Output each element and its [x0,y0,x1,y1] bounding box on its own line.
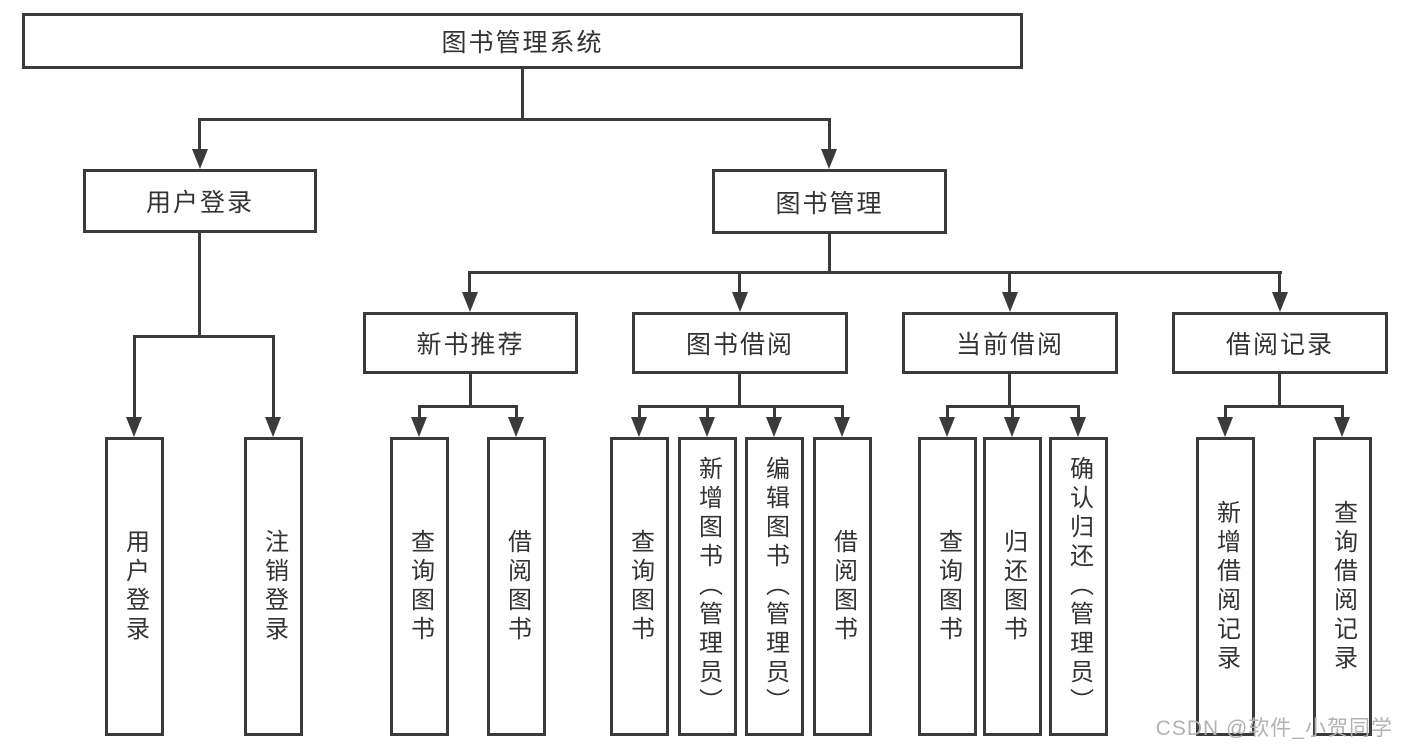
node-label: 借阅图书 [829,528,857,645]
node-label: 用户登录 [145,189,254,217]
arrowhead-down-icon [1272,292,1288,312]
connector-book-mgmt-stem [828,234,831,274]
connector-level2-rail [198,118,831,121]
node-leaf-query-books-borrow: 查询图书 [610,437,669,736]
connector-drop [638,405,641,419]
arrowhead-down-icon [462,292,478,312]
node-label: 当前借阅 [955,331,1064,359]
arrowhead-down-icon [1002,292,1018,312]
node-label: 图书借阅 [685,331,794,359]
arrowhead-down-icon [265,417,281,437]
node-book-borrow: 图书借阅 [632,312,848,374]
node-label: 新增借阅记录 [1212,499,1240,674]
connector-drop [738,271,741,294]
arrowhead-down-icon [631,417,647,437]
node-leaf-user-login: 用户登录 [105,437,164,736]
node-label: 查询借阅记录 [1329,499,1357,674]
connector-stem [1008,374,1011,407]
connector-rail [418,405,518,408]
arrowhead-down-icon [126,417,142,437]
connector-rail [1224,405,1344,408]
arrowhead-down-icon [1334,417,1350,437]
connector-user-login-drop [198,118,201,151]
node-leaf-borrow-books-recommend: 借阅图书 [487,437,546,736]
node-label: 编辑图书（管理员） [761,456,789,717]
connector-drop [1278,271,1281,294]
node-user-login: 用户登录 [83,169,317,233]
node-leaf-add-book-admin: 新增图书（管理员） [678,437,737,736]
node-current-borrow: 当前借阅 [902,312,1118,374]
connector-user-login-rail [133,335,275,338]
node-leaf-confirm-return-admin: 确认归还（管理员） [1049,437,1108,736]
connector-drop [515,405,518,419]
arrowhead-down-icon [939,417,955,437]
connector-stem [738,374,741,407]
arrowhead-down-icon [834,417,850,437]
node-leaf-query-books-current: 查询图书 [918,437,977,736]
node-label: 查询图书 [406,528,434,645]
connector-drop [1011,405,1014,419]
node-leaf-borrow-books: 借阅图书 [813,437,872,736]
arrowhead-down-icon [766,417,782,437]
arrowhead-down-icon [732,292,748,312]
connector-drop [468,271,471,294]
node-book-management: 图书管理 [712,169,947,234]
node-leaf-logout: 注销登录 [244,437,303,736]
connector-drop [706,405,709,419]
arrowhead-down-icon [411,417,427,437]
csdn-watermark: CSDN @软件_小贺同学 [1155,717,1393,740]
connector-drop [1224,405,1227,419]
node-label: 借阅图书 [503,528,531,645]
node-label: 图书管理系统 [441,29,604,57]
arrowhead-down-icon [1217,417,1233,437]
connector-drop [1008,271,1011,294]
connector-drop [1077,405,1080,419]
node-label: 注销登录 [260,528,288,645]
node-label: 归还图书 [999,528,1027,645]
node-leaf-edit-book-admin: 编辑图书（管理员） [745,437,804,736]
connector-stem [469,374,472,407]
node-new-book-recommend: 新书推荐 [363,312,578,374]
node-label: 查询图书 [934,528,962,645]
connector-drop [133,335,136,419]
node-label: 用户登录 [121,528,149,645]
node-label: 确认归还（管理员） [1065,456,1093,717]
node-label: 查询图书 [626,528,654,645]
node-leaf-add-borrow-record: 新增借阅记录 [1196,437,1255,736]
node-borrow-records: 借阅记录 [1172,312,1388,374]
connector-stem [1278,374,1281,407]
connector-drop [1341,405,1344,419]
node-leaf-query-borrow-record: 查询借阅记录 [1313,437,1372,736]
arrowhead-down-icon [508,417,524,437]
connector-user-login-stem [198,233,201,337]
connector-drop [946,405,949,419]
connector-root-stem [521,68,524,120]
arrowhead-down-icon [192,149,208,169]
connector-drop [418,405,421,419]
connector-drop [841,405,844,419]
arrowhead-down-icon [1070,417,1086,437]
arrowhead-down-icon [1004,417,1020,437]
node-label: 图书管理 [775,189,884,218]
connector-book-mgmt-drop [828,118,831,151]
connector-rail [638,405,844,408]
node-leaf-return-book: 归还图书 [983,437,1042,736]
node-label: 新增图书（管理员） [694,456,722,717]
connector-drop [773,405,776,419]
arrowhead-down-icon [821,149,837,169]
node-label: 借阅记录 [1225,331,1334,359]
connector-level3-rail [468,271,1282,274]
node-library-management-system: 图书管理系统 [22,13,1023,69]
connector-drop [272,335,275,419]
node-label: 新书推荐 [416,331,525,359]
node-leaf-query-books-recommend: 查询图书 [390,437,449,736]
arrowhead-down-icon [699,417,715,437]
